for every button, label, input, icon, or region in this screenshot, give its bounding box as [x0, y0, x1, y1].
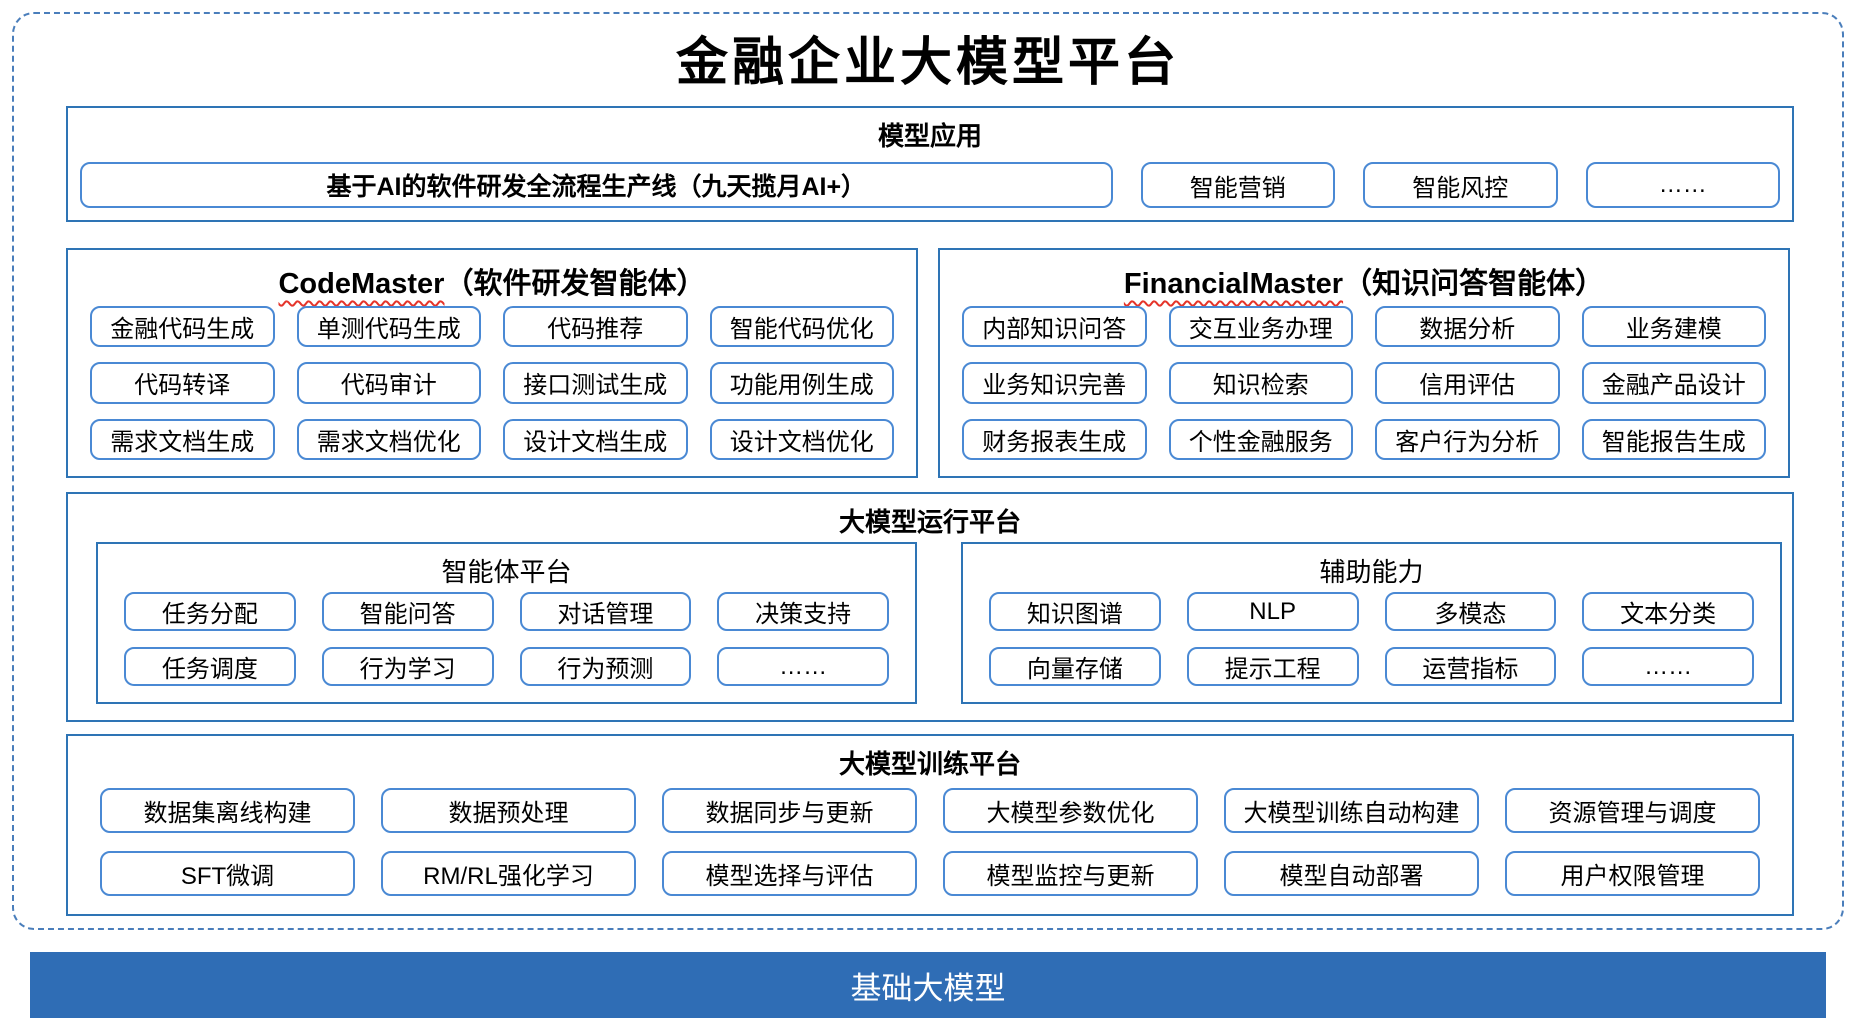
- financialmaster-title-en: FinancialMaster: [1123, 268, 1344, 300]
- codemaster-item: 功能用例生成: [709, 362, 894, 404]
- codemaster-title-en: CodeMaster: [278, 268, 445, 300]
- app-item: 智能风控: [1363, 162, 1558, 208]
- agent-platform-box: 智能体平台 任务分配 智能问答 对话管理 决策支持 任务调度 行为学习 行为预测…: [96, 542, 917, 704]
- train-platform-item: RM/RL强化学习: [381, 851, 636, 896]
- codemaster-item: 智能代码优化: [709, 306, 894, 348]
- train-platform-item: 资源管理与调度: [1505, 788, 1760, 833]
- run-platform-section: 大模型运行平台 智能体平台 任务分配 智能问答 对话管理 决策支持 任务调度 行…: [66, 492, 1794, 722]
- train-platform-item: 模型自动部署: [1224, 851, 1479, 896]
- agent-platform-item: 行为预测: [519, 647, 692, 686]
- base-model-label: 基础大模型: [850, 970, 1006, 1006]
- train-platform-item: SFT微调: [100, 851, 355, 896]
- financialmaster-item: 智能报告生成: [1581, 418, 1766, 460]
- run-platform-row: 智能体平台 任务分配 智能问答 对话管理 决策支持 任务调度 行为学习 行为预测…: [96, 542, 1782, 704]
- train-platform-grid: 数据集离线构建 数据预处理 数据同步与更新 大模型参数优化 大模型训练自动构建 …: [100, 788, 1760, 896]
- model-application-row: 基于AI的软件研发全流程生产线（九天揽月AI+） 智能营销 智能风控 ……: [80, 162, 1780, 208]
- financialmaster-item: 信用评估: [1375, 362, 1560, 404]
- aux-ability-item: 文本分类: [1582, 592, 1754, 631]
- codemaster-item: 代码转译: [90, 362, 275, 404]
- aux-ability-box: 辅助能力 知识图谱 NLP 多模态 文本分类 向量存储 提示工程 运营指标 ……: [961, 542, 1782, 704]
- train-platform-item: 数据同步与更新: [662, 788, 917, 833]
- codemaster-item: 需求文档生成: [90, 418, 275, 460]
- aux-ability-item: 运营指标: [1384, 647, 1557, 686]
- aux-ability-item-ellipsis: ……: [1582, 647, 1754, 686]
- financialmaster-grid: 内部知识问答 交互业务办理 数据分析 业务建模 业务知识完善 知识检索 信用评估…: [962, 306, 1766, 460]
- base-model-bar: 基础大模型: [30, 952, 1826, 1018]
- agent-platform-item: 任务分配: [124, 592, 296, 631]
- model-application-section: 模型应用 基于AI的软件研发全流程生产线（九天揽月AI+） 智能营销 智能风控 …: [66, 106, 1794, 222]
- codemaster-item: 设计文档优化: [709, 418, 894, 460]
- aux-ability-grid: 知识图谱 NLP 多模态 文本分类 向量存储 提示工程 运营指标 ……: [989, 592, 1754, 686]
- agent-platform-title: 智能体平台: [441, 557, 572, 587]
- aux-ability-item: NLP: [1186, 592, 1359, 631]
- train-platform-item: 数据集离线构建: [100, 788, 355, 833]
- codemaster-grid: 金融代码生成 单测代码生成 代码推荐 智能代码优化 代码转译 代码审计 接口测试…: [90, 306, 894, 460]
- financialmaster-title: FinancialMaster（知识问答智能体）: [940, 250, 1788, 302]
- financialmaster-section: FinancialMaster（知识问答智能体） 内部知识问答 交互业务办理 数…: [938, 248, 1790, 478]
- codemaster-item: 代码推荐: [503, 306, 688, 348]
- diagram-title: 金融企业大模型平台: [675, 32, 1180, 93]
- aux-ability-item: 向量存储: [989, 647, 1161, 686]
- train-platform-item: 用户权限管理: [1505, 851, 1760, 896]
- financialmaster-item: 业务建模: [1581, 306, 1766, 348]
- financialmaster-title-zh: （知识问答智能体）: [1343, 268, 1605, 300]
- outer-dashed-border: [12, 12, 1844, 930]
- codemaster-item: 接口测试生成: [503, 362, 688, 404]
- financialmaster-item: 内部知识问答: [962, 306, 1147, 348]
- codemaster-title: CodeMaster（软件研发智能体）: [68, 250, 916, 302]
- codemaster-item: 单测代码生成: [296, 306, 481, 348]
- train-platform-item: 大模型参数优化: [943, 788, 1198, 833]
- financialmaster-item: 业务知识完善: [962, 362, 1147, 404]
- train-platform-item: 模型选择与评估: [662, 851, 917, 896]
- run-platform-title: 大模型运行平台: [838, 507, 1021, 537]
- financialmaster-item: 个性金融服务: [1168, 418, 1353, 460]
- train-platform-item: 数据预处理: [381, 788, 636, 833]
- train-platform-item: 大模型训练自动构建: [1224, 788, 1479, 833]
- financialmaster-item: 客户行为分析: [1375, 418, 1560, 460]
- agent-platform-item: 智能问答: [321, 592, 494, 631]
- codemaster-item: 设计文档生成: [503, 418, 688, 460]
- agent-platform-item: 任务调度: [124, 647, 296, 686]
- agent-platform-item-ellipsis: ……: [717, 647, 889, 686]
- financialmaster-item: 金融产品设计: [1581, 362, 1766, 404]
- app-item-ellipsis: ……: [1585, 162, 1780, 208]
- financialmaster-item: 交互业务办理: [1168, 306, 1353, 348]
- agents-band: CodeMaster（软件研发智能体） 金融代码生成 单测代码生成 代码推荐 智…: [66, 248, 1790, 478]
- train-platform-item: 模型监控与更新: [943, 851, 1198, 896]
- agent-platform-item: 对话管理: [519, 592, 692, 631]
- app-item: 智能营销: [1140, 162, 1335, 208]
- financialmaster-item: 数据分析: [1375, 306, 1560, 348]
- codemaster-item: 代码审计: [296, 362, 481, 404]
- aux-ability-item: 知识图谱: [989, 592, 1161, 631]
- codemaster-section: CodeMaster（软件研发智能体） 金融代码生成 单测代码生成 代码推荐 智…: [66, 248, 918, 478]
- agent-platform-item: 决策支持: [717, 592, 889, 631]
- aux-ability-title: 辅助能力: [1319, 557, 1424, 587]
- agent-platform-grid: 任务分配 智能问答 对话管理 决策支持 任务调度 行为学习 行为预测 ……: [124, 592, 889, 686]
- model-application-title: 模型应用: [877, 121, 982, 151]
- train-platform-section: 大模型训练平台 数据集离线构建 数据预处理 数据同步与更新 大模型参数优化 大模…: [66, 734, 1794, 916]
- codemaster-item: 金融代码生成: [90, 306, 275, 348]
- aux-ability-item: 提示工程: [1186, 647, 1359, 686]
- financialmaster-item: 财务报表生成: [962, 418, 1147, 460]
- agent-platform-item: 行为学习: [321, 647, 494, 686]
- app-item-production-line: 基于AI的软件研发全流程生产线（九天揽月AI+）: [80, 162, 1113, 208]
- codemaster-title-zh: （软件研发智能体）: [444, 268, 706, 300]
- train-platform-title: 大模型训练平台: [838, 749, 1021, 779]
- financialmaster-item: 知识检索: [1168, 362, 1353, 404]
- codemaster-item: 需求文档优化: [296, 418, 481, 460]
- aux-ability-item: 多模态: [1384, 592, 1557, 631]
